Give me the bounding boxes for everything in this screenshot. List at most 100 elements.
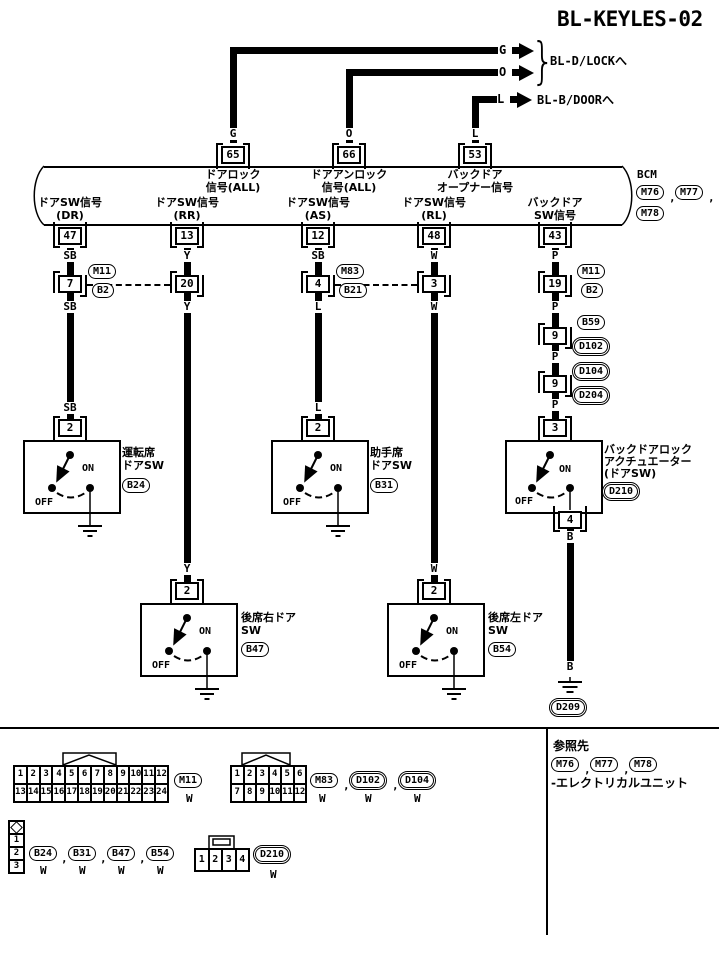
comma: , xyxy=(584,763,591,776)
wire-color-label: L xyxy=(469,127,481,140)
page-title: BL-KEYLES-02 xyxy=(557,7,703,31)
bcm-left-curve xyxy=(33,165,45,226)
driver-door-switch-name: 運転席 ドアSW xyxy=(122,446,164,472)
pin-cell: 23 xyxy=(142,784,156,802)
connector-color: W xyxy=(365,792,372,805)
pin-number: 4 xyxy=(558,511,582,529)
bcm-pin-53: 53 xyxy=(458,143,492,169)
pin-cell: 5 xyxy=(281,766,294,784)
pin-cell: 19 xyxy=(90,784,104,802)
pin-number: 43 xyxy=(543,227,567,245)
connector-color: W xyxy=(157,864,164,877)
bcm-signal-dr: ドアSW信号 (DR) xyxy=(38,196,102,222)
pin-number: 47 xyxy=(58,227,82,245)
wire-rl xyxy=(430,248,438,584)
pin-number: 4 xyxy=(306,275,330,293)
connector-ref: M11 xyxy=(174,773,203,788)
wire-color-label: W xyxy=(428,300,440,313)
connector-ref: D104 xyxy=(571,361,611,382)
pin-number: 2 xyxy=(58,419,82,437)
pin-number: 66 xyxy=(337,146,361,164)
connector-pair-dash xyxy=(335,284,417,286)
pin-number: 19 xyxy=(543,275,567,293)
pin-cell: 1 xyxy=(14,766,27,784)
pin-number: 48 xyxy=(422,227,446,245)
switch-on-label: ON xyxy=(198,626,213,637)
connector-ref: D210 xyxy=(252,844,292,865)
connector-ref: B54 xyxy=(146,846,175,861)
connector-ref: B24 xyxy=(29,846,58,861)
comma: , xyxy=(669,191,676,204)
pin-number: 2 xyxy=(175,582,199,600)
wire-color-label: B xyxy=(564,530,576,543)
connector-diagram-bside: 1 2 3 xyxy=(8,820,25,874)
pin-number: 12 xyxy=(306,227,330,245)
pin-cell: 3 xyxy=(222,849,236,871)
signal-line: バックドア xyxy=(447,168,503,181)
connector-ref: D104 xyxy=(397,770,437,791)
pin-cell: 7 xyxy=(231,784,244,802)
actuator-pin-3: 3 xyxy=(538,416,572,442)
switch-on-label: ON xyxy=(81,463,96,474)
comma: , xyxy=(623,763,630,776)
device-name-line: 助手席 xyxy=(370,446,403,459)
device-name-line: ドアSW xyxy=(370,458,413,472)
wire-l-vertical xyxy=(471,96,479,143)
wire-color-label: W xyxy=(428,249,440,262)
bcm-pin-65: 65 xyxy=(216,143,250,169)
wire-color-label: G xyxy=(499,43,507,57)
connector-pair-dash xyxy=(87,284,170,286)
wire-o-horizontal xyxy=(345,69,498,76)
bcm-signal-rr: ドアSW信号 (RR) xyxy=(155,196,219,222)
switch-on-label: ON xyxy=(445,626,460,637)
offpage-dest-lock: BL-D/LOCKへ xyxy=(550,54,628,68)
wire-color-label: SB xyxy=(309,249,327,262)
pin-cell: 3 xyxy=(9,860,24,873)
device-name-line: SW xyxy=(241,623,262,637)
wire-actuator-ground xyxy=(566,529,574,661)
bcm-signal-lock: ドアロック 信号(ALL) xyxy=(206,168,261,194)
pin-cell: 1 xyxy=(195,849,209,871)
signal-line: (AS) xyxy=(304,208,332,222)
switch-pin-2: 2 xyxy=(301,416,335,442)
reference-title: 参照先 xyxy=(553,739,590,753)
signal-line: ドアSW信号 xyxy=(401,196,467,209)
device-name-line: アクチュエーター xyxy=(604,455,692,468)
switch-pin-2: 2 xyxy=(53,416,87,442)
reference-note: -エレクトリカルユニット xyxy=(551,776,688,790)
connector-color: W xyxy=(270,868,277,881)
wire-color-label: Y xyxy=(181,562,193,575)
connector-ref: B2 xyxy=(92,283,115,298)
bcm-signal-backdoor-opener: バックドア オープナー信号 xyxy=(437,168,513,194)
pin-cell: 12 xyxy=(293,784,306,802)
switch-symbol xyxy=(48,451,102,537)
keyway-diamond-icon xyxy=(10,822,23,833)
actuator-pin-4: 4 xyxy=(553,506,587,532)
pin-cell: 5 xyxy=(65,766,79,784)
offpage-arrow-icon xyxy=(519,65,534,81)
switch-off-label: OFF xyxy=(34,497,55,508)
switch-pin-2: 2 xyxy=(417,579,451,605)
junction-pin-3: 3 xyxy=(417,271,451,297)
pin-cell: 18 xyxy=(78,784,91,802)
signal-line: (RR) xyxy=(173,208,201,222)
pin-cell: 2 xyxy=(208,849,222,871)
signal-line: (DR) xyxy=(56,208,84,222)
connector-tab xyxy=(62,752,117,766)
pin-number: 3 xyxy=(543,419,567,437)
comma: , xyxy=(708,191,715,204)
junction-pin-9a: 9 xyxy=(538,323,572,349)
connector-ref: B24 xyxy=(122,478,151,493)
junction-pin-19: 19 xyxy=(538,271,572,297)
bcm-pin-66: 66 xyxy=(332,143,366,169)
pin-number: 7 xyxy=(58,275,82,293)
wire-color-label: O xyxy=(343,127,355,140)
pin-cell: 3 xyxy=(256,766,269,784)
wire-o-vertical xyxy=(345,69,353,143)
pin-cell: 1 xyxy=(231,766,244,784)
connector-ref: B31 xyxy=(370,478,399,493)
switch-off-label: OFF xyxy=(282,497,303,508)
pin-cell: 10 xyxy=(268,784,281,802)
